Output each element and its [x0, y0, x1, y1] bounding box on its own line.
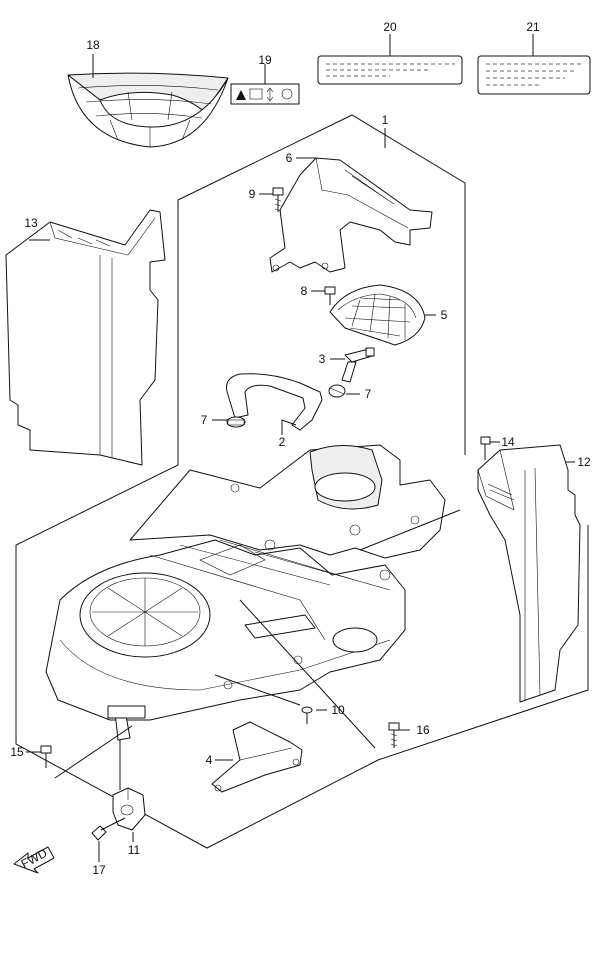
part-16-bolt [388, 722, 400, 748]
callout-3: 3 [319, 352, 326, 366]
callout-5: 5 [441, 308, 448, 322]
callout-17: 17 [92, 863, 106, 877]
callout-16: 16 [416, 723, 430, 737]
part-9-bolt [272, 187, 284, 212]
assembly-outline [15, 114, 589, 849]
part-18-mesh-guard [67, 72, 229, 148]
part-15-bolt [40, 745, 52, 768]
callout-1: 1 [382, 113, 389, 127]
callout-labels: 1 2 3 4 5 6 7 7 8 9 10 11 12 13 14 15 16… [10, 20, 591, 877]
callout-8: 8 [301, 284, 308, 298]
part-14-bolt [480, 436, 491, 460]
callout-7b: 7 [365, 387, 372, 401]
callout-20: 20 [383, 20, 397, 34]
part-19-warning-label [230, 83, 300, 105]
part-6-upper-cover [269, 157, 433, 273]
part-21-label-plate [477, 55, 591, 95]
part-2-hose [226, 373, 323, 431]
callout-10: 10 [331, 703, 345, 717]
callout-13: 13 [24, 216, 38, 230]
part-20-label-plate [317, 55, 463, 85]
callout-21: 21 [526, 20, 540, 34]
part-10-screw [301, 706, 313, 724]
main-housing [45, 444, 446, 741]
part-12-side-cover [477, 444, 581, 703]
callout-7a: 7 [201, 413, 208, 427]
callout-19: 19 [258, 53, 272, 67]
part-5-screen [329, 284, 426, 346]
callout-6: 6 [286, 151, 293, 165]
part-17-bolt [91, 817, 126, 841]
callout-4: 4 [206, 753, 213, 767]
part-4-bracket [211, 721, 303, 793]
part-13-side-cover [5, 209, 166, 466]
callout-15: 15 [10, 745, 24, 759]
callout-12: 12 [577, 455, 591, 469]
leader-lines [26, 34, 575, 862]
callout-14: 14 [501, 435, 515, 449]
callout-11: 11 [128, 843, 141, 857]
part-8-bolt [324, 286, 336, 305]
part-3-fitting [341, 347, 375, 383]
callout-2: 2 [279, 435, 286, 449]
callout-9: 9 [249, 187, 256, 201]
callout-18: 18 [86, 38, 100, 52]
fwd-direction-arrow: FWD [13, 846, 55, 874]
part-11-clamp [112, 787, 146, 831]
part-7-clip-upper [328, 384, 346, 398]
part-7-clip-lower [226, 416, 246, 428]
